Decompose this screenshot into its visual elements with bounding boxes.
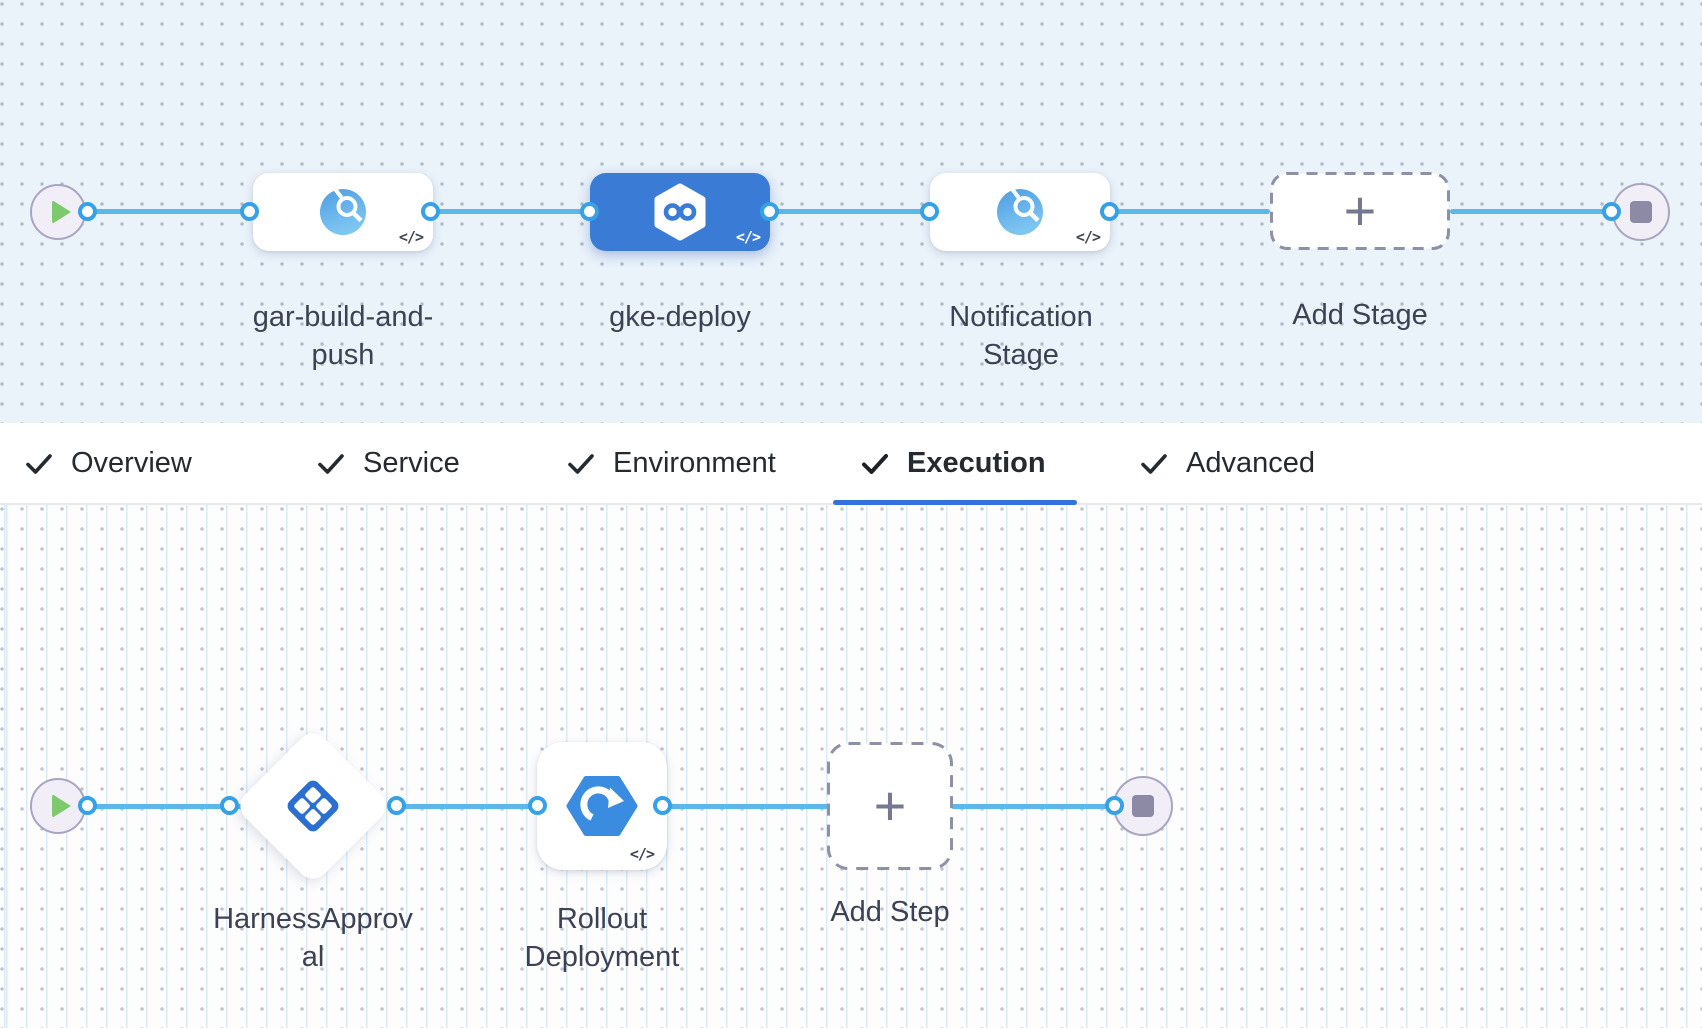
connector-dot[interactable] bbox=[78, 796, 97, 815]
step-harness-approval[interactable] bbox=[233, 726, 393, 886]
custom-stage-icon bbox=[997, 188, 1043, 235]
connector-dot[interactable] bbox=[528, 796, 547, 815]
add-step-button[interactable]: + bbox=[827, 742, 953, 870]
execution-canvas[interactable]: </> + HarnessApproval Rollout Deployment… bbox=[0, 505, 1702, 1028]
plus-icon: + bbox=[1343, 179, 1377, 242]
tab-service[interactable]: Service bbox=[317, 423, 460, 503]
tab-advanced[interactable]: Advanced bbox=[1140, 423, 1315, 503]
rollout-step-icon bbox=[566, 776, 638, 836]
connector-dot[interactable] bbox=[1105, 796, 1124, 815]
tab-label: Advanced bbox=[1186, 446, 1315, 479]
connector-line bbox=[88, 804, 257, 809]
add-stage-button[interactable]: + bbox=[1270, 172, 1450, 250]
connector-dot[interactable] bbox=[421, 202, 440, 221]
check-icon bbox=[318, 453, 344, 474]
pipeline-end-node bbox=[1612, 183, 1670, 241]
code-badge: </> bbox=[629, 845, 655, 863]
connector-dot[interactable] bbox=[240, 202, 259, 221]
stage-gke-deploy[interactable]: </> bbox=[590, 173, 770, 251]
stage-label: gar-build-and-push bbox=[252, 301, 434, 371]
connector-line bbox=[1450, 209, 1614, 214]
connector-dot[interactable] bbox=[920, 202, 939, 221]
stages-canvas[interactable]: </> </> </> bbox=[0, 0, 1702, 423]
connector-line bbox=[1112, 209, 1270, 214]
add-stage-label: Add Stage bbox=[1292, 299, 1428, 331]
tab-label: Overview bbox=[71, 446, 192, 479]
connector-line bbox=[770, 209, 930, 214]
code-badge: </> bbox=[1075, 228, 1101, 246]
check-icon bbox=[862, 453, 888, 474]
stop-icon bbox=[1630, 201, 1652, 223]
connector-line bbox=[88, 209, 253, 214]
step-label: HarnessApproval bbox=[213, 903, 413, 973]
tab-label: Execution bbox=[907, 446, 1046, 479]
tab-environment[interactable]: Environment bbox=[567, 423, 776, 503]
check-icon bbox=[568, 453, 594, 474]
stage-gar-build-and-push[interactable]: </> bbox=[253, 173, 433, 251]
connector-line bbox=[433, 209, 590, 214]
pipeline-start-node bbox=[30, 184, 86, 240]
code-badge: </> bbox=[398, 228, 424, 246]
step-rollout-deployment[interactable]: </> bbox=[537, 742, 667, 870]
plus-icon: + bbox=[873, 774, 907, 837]
connector-line bbox=[395, 804, 540, 809]
check-icon bbox=[1141, 453, 1167, 474]
stage-config-tabs: Overview Service Environment Execution A… bbox=[0, 423, 1702, 505]
code-badge: </> bbox=[735, 228, 761, 246]
connector-dot[interactable] bbox=[580, 202, 599, 221]
tab-label: Service bbox=[363, 446, 460, 479]
tab-overview[interactable]: Overview bbox=[25, 423, 192, 503]
check-icon bbox=[26, 453, 52, 474]
tab-execution[interactable]: Execution bbox=[861, 423, 1046, 503]
connector-dot[interactable] bbox=[760, 202, 779, 221]
dashed-border bbox=[1270, 172, 1450, 250]
connector-dot[interactable] bbox=[1602, 202, 1621, 221]
tab-label: Environment bbox=[613, 446, 776, 479]
play-icon bbox=[51, 200, 71, 224]
cd-stage-icon bbox=[654, 183, 706, 241]
stage-label: gke-deploy bbox=[609, 301, 751, 333]
connector-line bbox=[661, 804, 829, 809]
stage-label: Notification Stage bbox=[949, 301, 1093, 371]
connector-dot[interactable] bbox=[653, 796, 672, 815]
play-icon bbox=[51, 794, 71, 818]
connector-dot[interactable] bbox=[387, 796, 406, 815]
connector-dot[interactable] bbox=[78, 202, 97, 221]
custom-stage-icon bbox=[320, 188, 366, 235]
step-label: Rollout Deployment bbox=[524, 903, 680, 973]
active-tab-underline bbox=[833, 500, 1077, 505]
add-step-label: Add Step bbox=[830, 896, 950, 928]
connector-line bbox=[951, 804, 1117, 809]
stop-icon bbox=[1132, 795, 1154, 817]
stage-notification[interactable]: </> bbox=[930, 173, 1110, 251]
connector-dot[interactable] bbox=[1100, 202, 1119, 221]
connector-dot[interactable] bbox=[220, 796, 239, 815]
approval-step-icon bbox=[287, 780, 339, 832]
dashed-border bbox=[827, 742, 953, 870]
